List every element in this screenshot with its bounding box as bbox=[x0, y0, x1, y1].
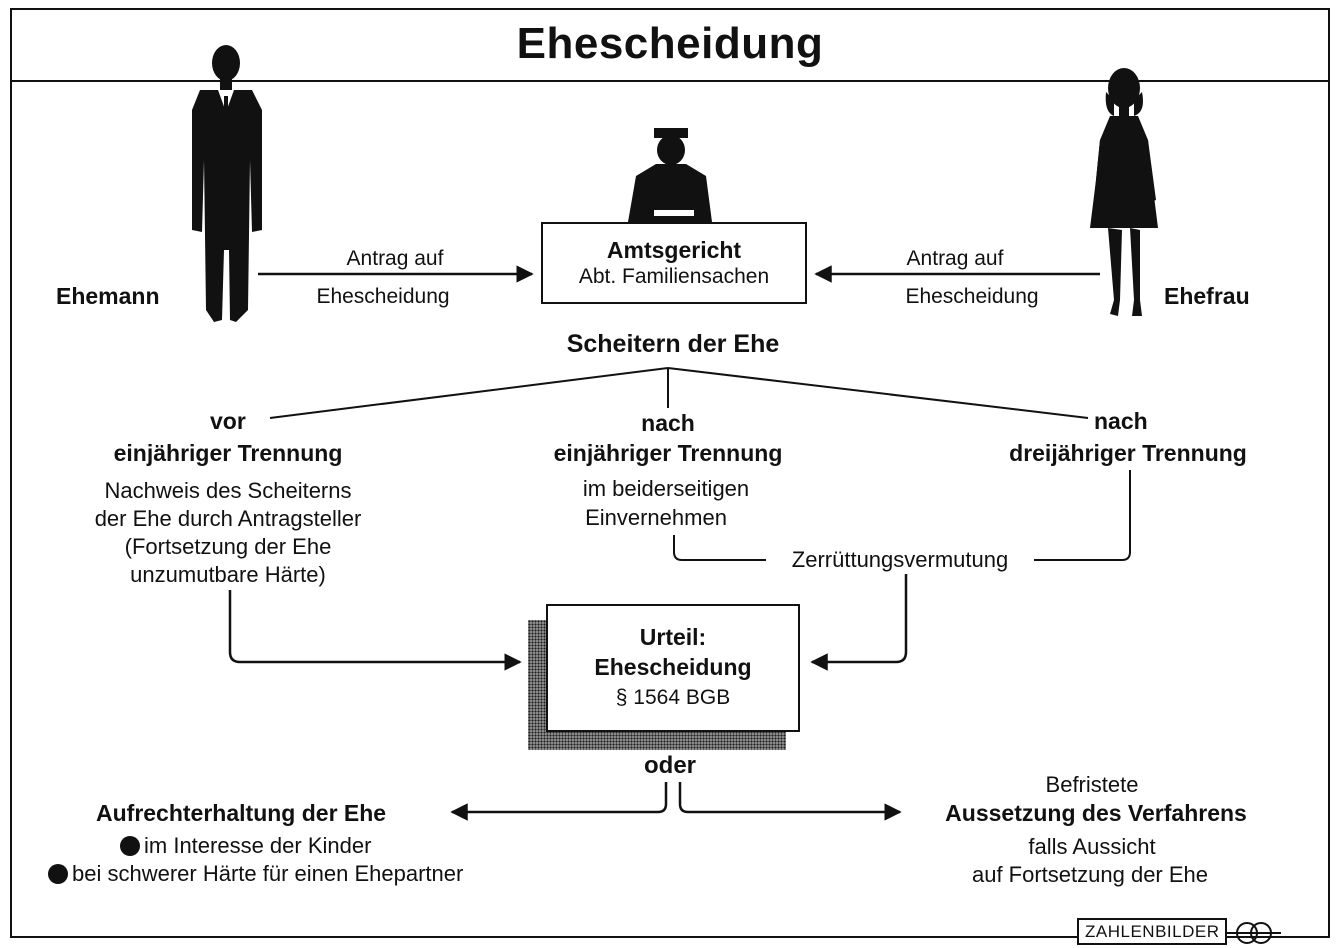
or-label: oder bbox=[643, 752, 697, 779]
verdict-box: Urteil: Ehescheidung § 1564 BGB bbox=[546, 604, 800, 732]
woman-figure-icon bbox=[1090, 68, 1158, 316]
verdict-line3: § 1564 BGB bbox=[615, 686, 731, 709]
outcome-left-bullet-2-text: bei schwerer Härte für einen Ehepartner bbox=[72, 861, 464, 886]
left-branch-line1: vor bbox=[210, 408, 246, 434]
ehemann-label: Ehemann bbox=[56, 283, 160, 309]
outcome-left-bullet-1-text: im Interesse der Kinder bbox=[144, 833, 372, 858]
logo-text: ZAHLENBILDER bbox=[1077, 918, 1228, 945]
man-figure-icon bbox=[192, 45, 262, 322]
outcome-right-pre: Befristete bbox=[1045, 772, 1139, 797]
verdict-line2: Ehescheidung bbox=[594, 654, 752, 680]
left-branch-detail-2: der Ehe durch Antragsteller bbox=[94, 506, 362, 531]
court-box: Amtsgericht Abt. Familiensachen bbox=[541, 222, 807, 304]
right-branch-line2: dreijähriger Trennung bbox=[1009, 440, 1247, 466]
breakdown-label: Scheitern der Ehe bbox=[566, 330, 780, 358]
left-arrow-text-1: Antrag auf bbox=[346, 247, 444, 270]
court-subtitle: Abt. Familiensachen bbox=[578, 265, 770, 288]
outcome-right-title: Aussetzung des Verfahrens bbox=[945, 800, 1247, 826]
right-arrow-text-1: Antrag auf bbox=[906, 247, 1004, 270]
outcome-right-detail-1: falls Aussicht bbox=[1028, 834, 1156, 859]
left-branch-detail-3: (Fortsetzung der Ehe bbox=[124, 534, 332, 559]
middle-branch-detail-1: im beiderseitigen bbox=[582, 476, 750, 501]
middle-branch-detail-2: Einvernehmen bbox=[585, 505, 727, 530]
right-arrow-text-2: Ehescheidung bbox=[905, 285, 1039, 308]
outcome-left-bullet-1: im Interesse der Kinder bbox=[120, 833, 371, 859]
outcome-left-bullet-2: bei schwerer Härte für einen Ehepartner bbox=[48, 861, 463, 887]
ehefrau-label: Ehefrau bbox=[1164, 283, 1250, 309]
right-branch-line1: nach bbox=[1094, 408, 1148, 434]
middle-branch-line1: nach bbox=[641, 410, 695, 436]
court-title: Amtsgericht bbox=[606, 237, 742, 263]
left-branch-line2: einjähriger Trennung bbox=[113, 440, 343, 466]
diagram-frame bbox=[10, 8, 1330, 938]
left-arrow-text-2: Ehescheidung bbox=[316, 285, 450, 308]
bullet-icon bbox=[48, 864, 68, 884]
middle-branch-line2: einjähriger Trennung bbox=[553, 440, 783, 466]
logo-rings-icon bbox=[1227, 921, 1282, 944]
diagram-title: Ehescheidung bbox=[516, 19, 824, 68]
outcome-left-title: Aufrechterhaltung der Ehe bbox=[96, 800, 387, 826]
bullet-icon bbox=[120, 836, 140, 856]
verdict-line1: Urteil: bbox=[639, 624, 707, 650]
left-branch-detail-1: Nachweis des Scheiterns bbox=[104, 478, 352, 503]
outcome-right-detail-2: auf Fortsetzung der Ehe bbox=[971, 862, 1209, 887]
zahlenbilder-logo: ZAHLENBILDER bbox=[1077, 918, 1282, 945]
left-branch-detail-4: unzumutbare Härte) bbox=[130, 562, 326, 587]
title-bar: Ehescheidung bbox=[10, 8, 1330, 82]
presumption-label: Zerrüttungsvermutung bbox=[789, 547, 1011, 573]
judge-figure-icon bbox=[628, 128, 712, 222]
